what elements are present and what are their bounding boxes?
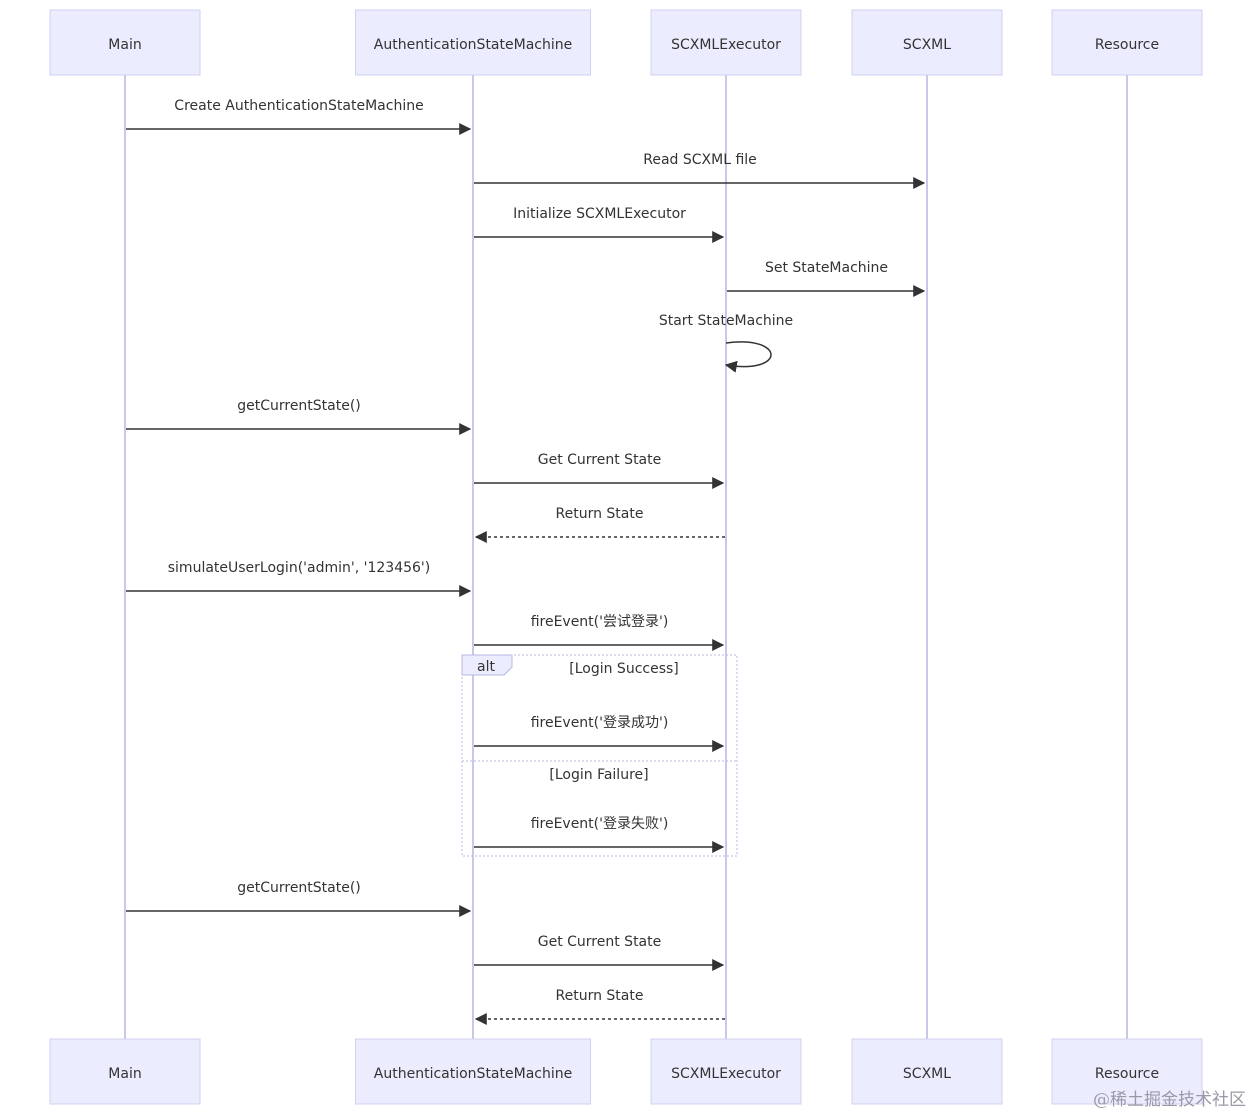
- actor-box: [1051, 1038, 1203, 1105]
- actor-label: SCXMLExecutor: [671, 37, 781, 53]
- actor-asm-top: AuthenticationStateMachine: [355, 9, 591, 76]
- actor-label: Main: [108, 37, 141, 53]
- lifelines: [124, 75, 1128, 1039]
- message-6: getCurrentState(): [126, 398, 472, 435]
- message-3: Initialize SCXMLExecutor: [474, 206, 725, 243]
- actor-exec-bottom: SCXMLExecutor: [650, 1038, 802, 1105]
- alt-frame: alt [Login Success] [Login Failure]: [461, 654, 738, 857]
- message-label: Create AuthenticationStateMachine: [174, 98, 423, 114]
- actor-label: Main: [108, 1066, 141, 1082]
- alt-tab: [461, 654, 513, 676]
- actors-bottom: Main AuthenticationStateMachine SCXMLExecu…: [49, 1038, 1203, 1105]
- message-label: Initialize SCXMLExecutor: [513, 206, 686, 222]
- actor-scxml-bottom: SCXML: [851, 1038, 1003, 1105]
- message-10: fireEvent('尝试登录'): [474, 614, 725, 651]
- message-5: Start StateMachine: [659, 313, 793, 373]
- alt-condition-success: [Login Success]: [569, 661, 679, 677]
- message-14: Get Current State: [474, 934, 725, 971]
- message-11: fireEvent('登录成功'): [474, 715, 725, 752]
- message-15: Return State: [474, 988, 725, 1025]
- actors-top: Main AuthenticationStateMachine SCXMLExecu…: [49, 9, 1203, 76]
- message-4: Set StateMachine: [727, 260, 926, 297]
- actor-box: [851, 1038, 1003, 1105]
- alt-condition-failure: [Login Failure]: [549, 767, 648, 783]
- message-label: fireEvent('登录失败'): [531, 816, 669, 832]
- actor-box: [355, 9, 591, 76]
- watermark-text: @稀土掘金技术社区: [1093, 1090, 1246, 1110]
- actor-asm-bottom: AuthenticationStateMachine: [355, 1038, 591, 1105]
- actor-res-bottom: Resource: [1051, 1038, 1203, 1105]
- message-label: Return State: [556, 988, 644, 1004]
- message-label: Set StateMachine: [765, 260, 888, 276]
- actor-label: AuthenticationStateMachine: [374, 1066, 572, 1082]
- alt-frame-border: [461, 654, 738, 857]
- actor-box: [650, 9, 802, 76]
- actor-main-top: Main: [49, 9, 201, 76]
- message-label: Return State: [556, 506, 644, 522]
- actor-res-top: Resource: [1051, 9, 1203, 76]
- actor-box: [650, 1038, 802, 1105]
- message-label: simulateUserLogin('admin', '123456'): [168, 560, 430, 576]
- message-arrow: [724, 341, 772, 373]
- message-label: Start StateMachine: [659, 313, 793, 329]
- message-label: getCurrentState(): [237, 398, 361, 414]
- actor-main-bottom: Main: [49, 1038, 201, 1105]
- message-label: fireEvent('尝试登录'): [531, 614, 669, 630]
- actor-label: SCXMLExecutor: [671, 1066, 781, 1082]
- message-label: Get Current State: [538, 452, 662, 468]
- actor-label: SCXML: [903, 37, 951, 53]
- actor-box: [355, 1038, 591, 1105]
- actor-label: SCXML: [903, 1066, 951, 1082]
- message-1: Create AuthenticationStateMachine: [126, 98, 472, 135]
- actor-box: [851, 9, 1003, 76]
- actor-label: AuthenticationStateMachine: [374, 37, 572, 53]
- alt-keyword: alt: [477, 659, 495, 675]
- message-8: Return State: [474, 506, 725, 543]
- message-2: Read SCXML file: [474, 152, 926, 189]
- message-label: getCurrentState(): [237, 880, 361, 896]
- actor-box: [49, 1038, 201, 1105]
- message-label: Read SCXML file: [643, 152, 757, 168]
- actor-exec-top: SCXMLExecutor: [650, 9, 802, 76]
- actor-box: [49, 9, 201, 76]
- message-13: getCurrentState(): [126, 880, 472, 917]
- message-label: Get Current State: [538, 934, 662, 950]
- actor-box: [1051, 9, 1203, 76]
- actor-scxml-top: SCXML: [851, 9, 1003, 76]
- message-7: Get Current State: [474, 452, 725, 489]
- actor-label: Resource: [1095, 37, 1159, 53]
- message-label: fireEvent('登录成功'): [531, 715, 669, 731]
- message-9: simulateUserLogin('admin', '123456'): [126, 560, 472, 597]
- actor-label: Resource: [1095, 1066, 1159, 1082]
- message-12: fireEvent('登录失败'): [474, 816, 725, 853]
